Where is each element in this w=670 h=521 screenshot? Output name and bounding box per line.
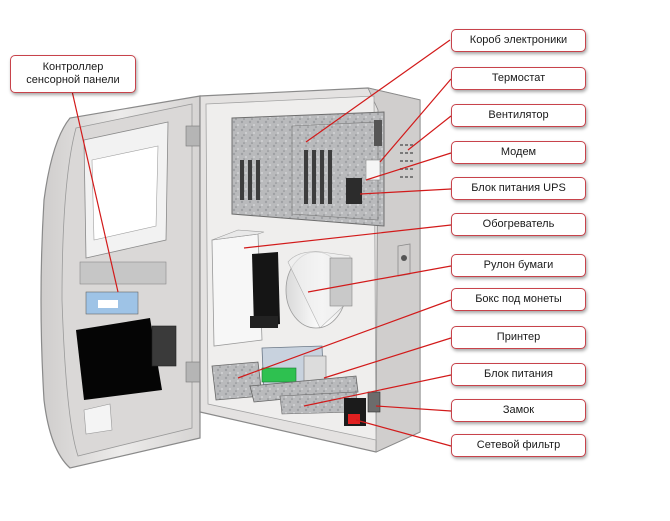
callout-power-supply: Блок питания bbox=[451, 363, 586, 386]
callout-thermostat: Термостат bbox=[451, 67, 586, 90]
callout-lock: Замок bbox=[451, 399, 586, 422]
callout-touch-controller-line-2: сенсорной панели bbox=[26, 74, 120, 86]
leader-paper-roll bbox=[307, 265, 452, 293]
callout-heater: Обогреватель bbox=[451, 213, 586, 236]
leader-lines bbox=[71, 39, 452, 447]
cabinet-door bbox=[40, 95, 203, 469]
leader-touch-controller bbox=[71, 90, 119, 293]
callout-touch-controller-line-1: Контроллер bbox=[42, 61, 104, 73]
paper-roll bbox=[250, 251, 353, 329]
callout-ups-power: Блок питания UPS bbox=[451, 177, 586, 200]
leader-modem bbox=[365, 152, 452, 181]
leader-coin-box bbox=[237, 299, 452, 379]
printer-unit bbox=[249, 345, 359, 403]
lock-unit bbox=[367, 391, 381, 413]
callout-electronics-box: Короб электроники bbox=[451, 29, 586, 52]
callout-touch-controller: Контроллер сенсорной панели bbox=[10, 55, 136, 93]
callout-paper-roll: Рулон бумаги bbox=[451, 254, 586, 277]
leader-line-filter bbox=[355, 419, 452, 447]
line-filter-unit bbox=[344, 398, 366, 426]
ups-power-unit bbox=[346, 178, 362, 204]
modem-unit bbox=[365, 159, 381, 181]
touch-panel-module bbox=[76, 318, 162, 400]
callout-printer: Принтер bbox=[451, 326, 586, 349]
heater-unit bbox=[211, 229, 265, 347]
callout-fan: Вентилятор bbox=[451, 104, 586, 127]
leader-heater bbox=[243, 224, 452, 249]
leader-lock bbox=[375, 405, 452, 412]
leader-fan bbox=[407, 115, 452, 151]
callout-coin-box: Бокс под монеты bbox=[451, 288, 586, 311]
leader-electronics-box bbox=[305, 39, 451, 143]
electronics-box bbox=[231, 111, 385, 227]
callout-line-filter: Сетевой фильтр bbox=[451, 434, 586, 457]
leader-printer bbox=[323, 337, 452, 379]
leader-thermostat bbox=[379, 78, 452, 163]
leader-ups-power bbox=[359, 188, 452, 195]
callout-modem: Модем bbox=[451, 141, 586, 164]
leader-power-supply bbox=[303, 374, 452, 407]
